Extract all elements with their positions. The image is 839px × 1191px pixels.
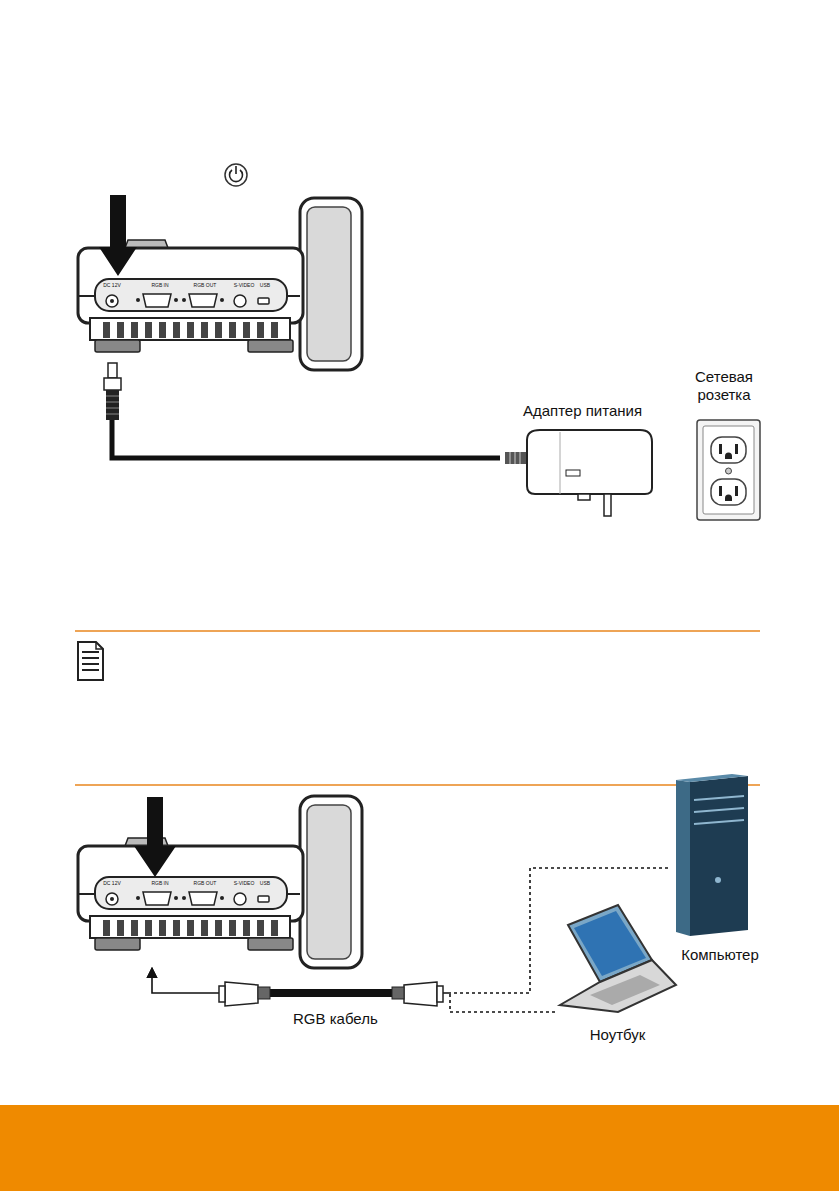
signal-line bbox=[152, 968, 555, 1012]
note-icon bbox=[78, 642, 103, 680]
wall-outlet bbox=[697, 420, 760, 520]
port-label: RGB OUT bbox=[189, 282, 221, 288]
cable-label: RGB кабель bbox=[293, 1010, 378, 1027]
port-label: DC 12V bbox=[97, 880, 127, 886]
device-node: Ноутбук bbox=[555, 902, 680, 1047]
pointer-arrow bbox=[99, 195, 137, 276]
device-node: Сетевая розетка bbox=[672, 366, 776, 524]
device-node: DC 12V RGB IN RGB OUT S-VIDEOUSB bbox=[78, 796, 365, 968]
port-label: RGB IN bbox=[145, 880, 175, 886]
device-label: Адаптер питания bbox=[505, 402, 660, 420]
port-label: RGB OUT bbox=[189, 880, 221, 886]
pointer-arrow bbox=[134, 797, 176, 877]
laptop bbox=[560, 905, 676, 1012]
device-node: Компьютер bbox=[668, 772, 772, 968]
port-label: S-VIDEO bbox=[228, 880, 260, 886]
rgb-cable bbox=[219, 982, 443, 1006]
device-label: Ноутбук bbox=[575, 1026, 660, 1044]
device-node: Адаптер питания bbox=[500, 400, 665, 520]
device-node: DC 12V RGB IN RGB OUT S-VIDEOUSB bbox=[78, 198, 365, 370]
port-label: DC 12V bbox=[97, 282, 127, 288]
footer-band bbox=[0, 1105, 839, 1191]
computer-tower bbox=[676, 774, 748, 936]
port-label: USB bbox=[256, 282, 274, 288]
port-label: USB bbox=[256, 880, 274, 886]
power-icon bbox=[225, 164, 247, 186]
document-camera bbox=[78, 796, 362, 968]
device-label: Сетевая розетка bbox=[682, 368, 766, 404]
power-cable bbox=[112, 370, 500, 458]
dc-plug bbox=[104, 363, 121, 420]
power-adapter bbox=[505, 430, 652, 516]
port-label: RGB IN bbox=[145, 282, 175, 288]
port-label: S-VIDEO bbox=[228, 282, 260, 288]
device-label: Компьютер bbox=[670, 946, 770, 964]
